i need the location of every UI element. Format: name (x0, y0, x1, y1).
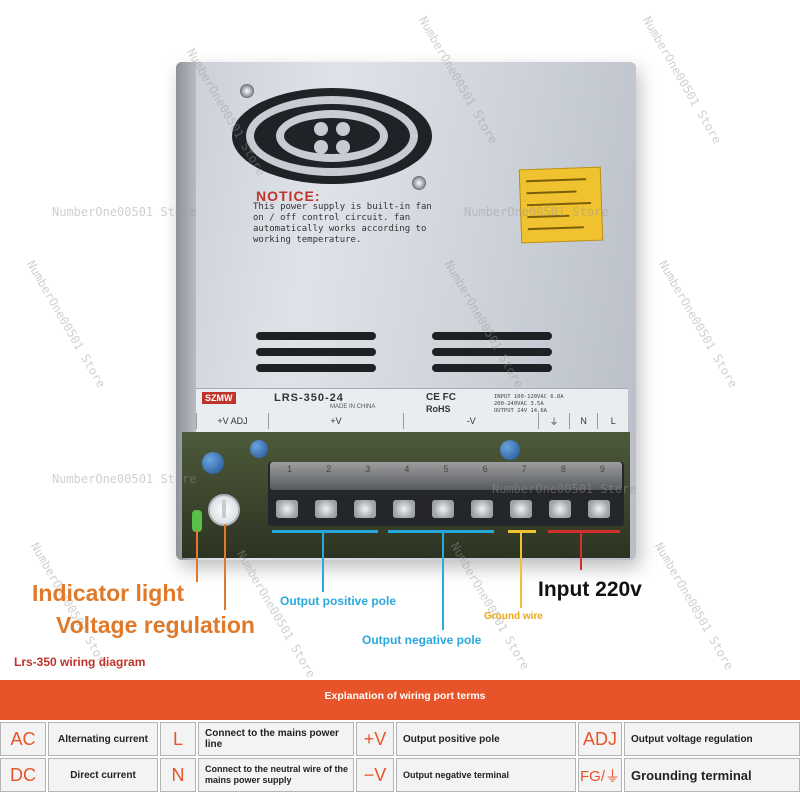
term-symbol: DC (0, 758, 46, 792)
positive-leader-line (322, 530, 324, 592)
watermark: NumberOne00501 Store (464, 205, 609, 219)
terminal-label: +V ADJ (196, 413, 268, 429)
power-supply-photo: NOTICE: This power supply is built-in fa… (23, 14, 741, 680)
voltage-regulation-label: Voltage regulation (56, 612, 255, 638)
term-description: Connect to the neutral wire of the mains… (198, 758, 354, 792)
indicator-light-label: Indicator light (32, 580, 185, 606)
vent-slot (256, 332, 376, 340)
negative-pole-bracket (388, 530, 494, 533)
term-symbol: ADJ (578, 722, 622, 756)
explanation-banner (0, 680, 800, 720)
ground-leader-line (520, 530, 522, 608)
negative-leader-line (442, 530, 444, 630)
terminal-label: -V (403, 413, 538, 429)
terminal-screw-icon (393, 500, 415, 518)
watermark: NumberOne00501 Store (655, 258, 741, 391)
term-description: Connect to the mains power line (198, 722, 354, 756)
wiring-terms-table: AC Alternating current L Connect to the … (0, 720, 800, 800)
terminal-number: 6 (482, 464, 488, 474)
terminal-label: L (597, 413, 628, 429)
input-220v-label: Input 220v (538, 578, 642, 601)
output-negative-label: Output negative pole (362, 633, 482, 647)
positive-pole-bracket (272, 530, 378, 533)
diagram-title: Lrs-350 wiring diagram (14, 655, 146, 669)
term-symbol: L (160, 722, 196, 756)
terminal-labels: +V ADJ +V -V ⏚ N L (196, 413, 628, 429)
term-description: Output positive pole (396, 722, 576, 756)
terminal-number: 2 (326, 464, 332, 474)
term-symbol: −V (356, 758, 394, 792)
watermark: NumberOne00501 Store (52, 205, 197, 219)
watermark: NumberOne00501 Store (651, 540, 737, 673)
made-in-label: MADE IN CHINA (330, 404, 376, 410)
term-description: Grounding terminal (624, 758, 800, 792)
terminal-number: 5 (443, 464, 449, 474)
term-description: Output voltage regulation (624, 722, 800, 756)
term-symbol: N (160, 758, 196, 792)
brand-logo: SZMW (202, 392, 236, 404)
terminal-screw-icon (276, 500, 298, 518)
terminal-screw-icon (315, 500, 337, 518)
watermark: NumberOne00501 Store (639, 14, 725, 147)
notice-title: NOTICE: (256, 188, 321, 204)
terminal-number: 1 (287, 464, 293, 474)
terminal-screw-icon (510, 500, 532, 518)
terminal-number: 8 (560, 464, 566, 474)
vent-slot (256, 348, 376, 356)
notice-text: This power supply is built-in fan on / o… (253, 202, 432, 245)
input-bracket (548, 530, 620, 533)
terminal-screw-icon (588, 500, 610, 518)
regulation-leader-line (224, 524, 226, 610)
spec-text: INPUT 100-120VAC 6.8A 200-240VAC 3.5A OU… (494, 394, 564, 414)
rohs-mark: RoHS (426, 404, 451, 414)
terminal-label: N (568, 413, 598, 429)
vent-slot (432, 364, 552, 372)
capacitor (500, 440, 520, 460)
terminal-number: 7 (521, 464, 527, 474)
input-leader-line (580, 530, 582, 570)
output-positive-label: Output positive pole (280, 594, 396, 608)
explanation-title: Explanation of wiring port terms (324, 690, 486, 702)
capacitor (202, 452, 224, 474)
term-symbol: +V (356, 722, 394, 756)
indicator-leader-line (196, 530, 198, 582)
ce-fc-mark: CE FC (426, 392, 456, 403)
terminal-screw-icon (471, 500, 493, 518)
terminal-screw-icon (549, 500, 571, 518)
capacitor (250, 440, 268, 458)
watermark: NumberOne00501 Store (492, 482, 637, 496)
model-number: LRS-350-24 (274, 392, 344, 404)
fan-grille-icon (232, 88, 432, 184)
screw-icon (240, 84, 254, 98)
term-symbol: FG/⏚ (578, 758, 622, 792)
terminal-cover (270, 462, 622, 490)
ground-wire-label: Ground wire (484, 611, 543, 622)
table-row: DC Direct current N Connect to the neutr… (0, 758, 800, 794)
terminal-label: +V (268, 413, 403, 429)
terminal-numbers: 1 2 3 4 5 6 7 8 9 (270, 464, 622, 476)
terminal-screw-icon (354, 500, 376, 518)
indicator-led (192, 510, 202, 532)
term-description: Direct current (48, 758, 158, 792)
vent-slot (432, 332, 552, 340)
vent-slot (432, 348, 552, 356)
terminal-label: ⏚ (538, 413, 569, 429)
voltage-adjust-knob (208, 494, 240, 526)
ground-bracket (508, 530, 536, 533)
watermark: NumberOne00501 Store (52, 472, 197, 486)
terminal-number: 9 (599, 464, 605, 474)
term-description: Alternating current (48, 722, 158, 756)
watermark: NumberOne00501 Store (23, 258, 109, 391)
terminal-number: 4 (404, 464, 410, 474)
term-description: Output negative terminal (396, 758, 576, 792)
table-row: AC Alternating current L Connect to the … (0, 722, 800, 758)
terminal-screw-icon (432, 500, 454, 518)
screw-icon (412, 176, 426, 190)
term-symbol: AC (0, 722, 46, 756)
terminal-number: 3 (365, 464, 371, 474)
vent-slot (256, 364, 376, 372)
